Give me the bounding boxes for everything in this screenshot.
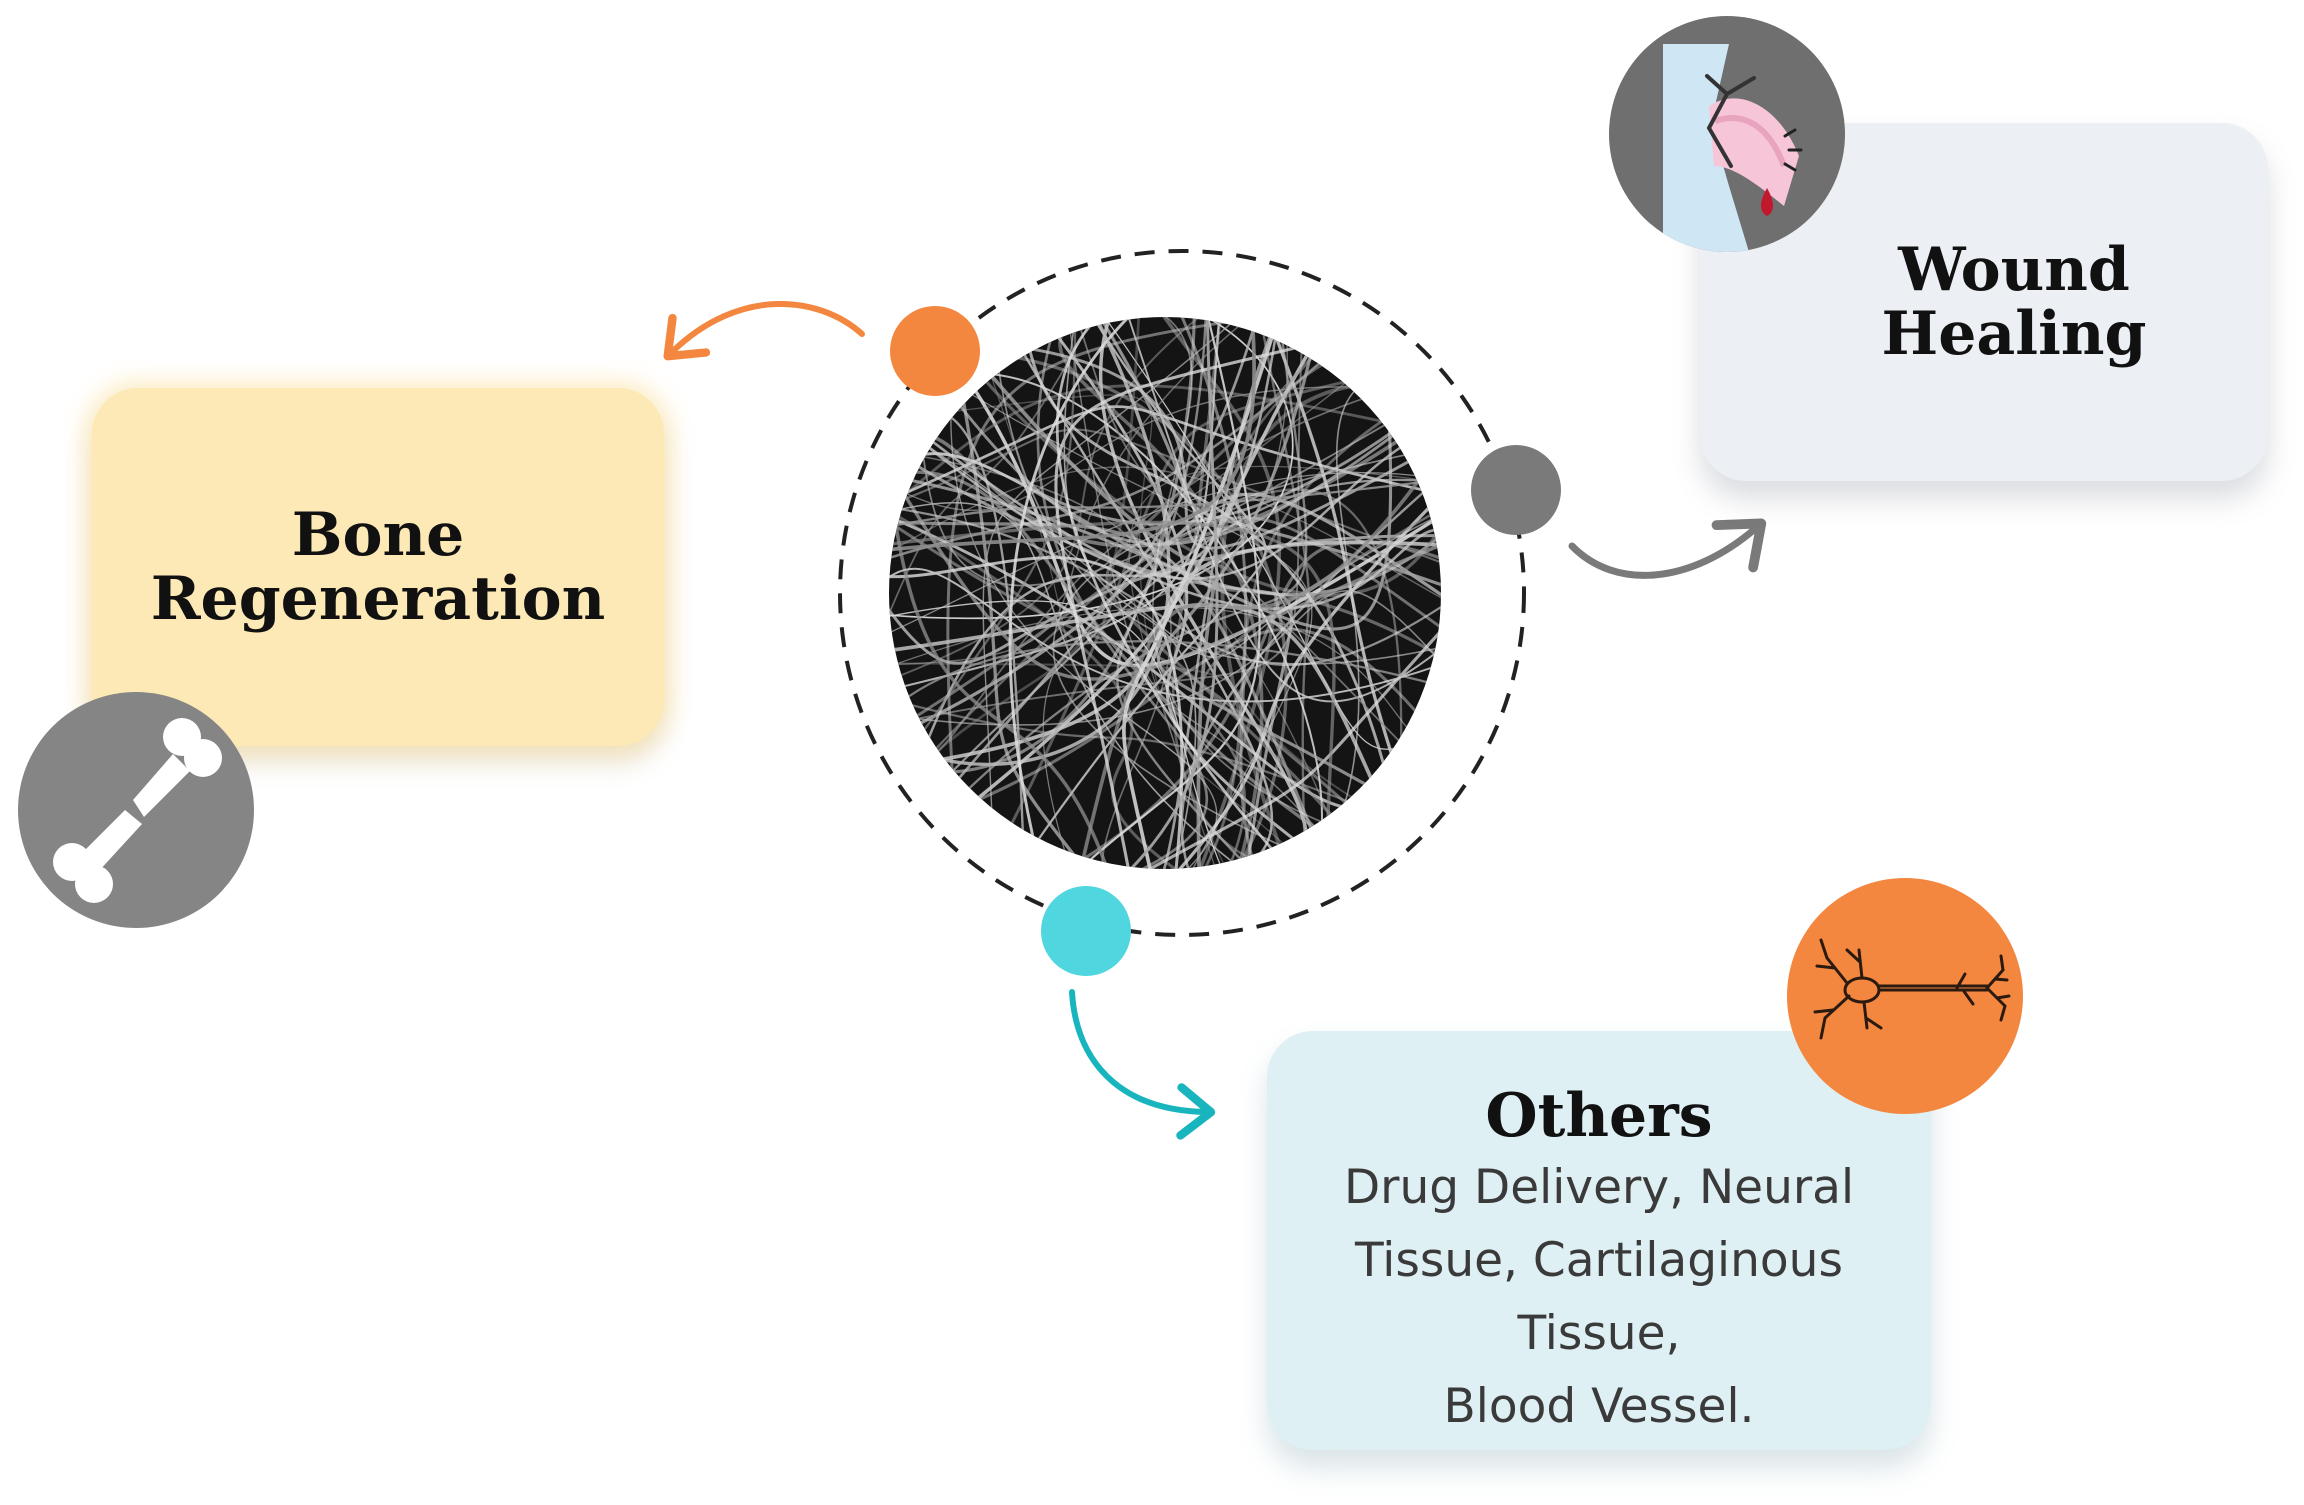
wound-bandage-icon: [1609, 16, 1845, 252]
nanofiber-strand: [893, 325, 1304, 725]
nanofiber-strand: [889, 466, 1441, 613]
nanofiber-strand: [1024, 317, 1267, 860]
nanofiber-strand: [889, 317, 1104, 658]
nanofiber-strand: [957, 373, 1100, 869]
nanofiber-strand: [999, 373, 1373, 846]
dashed-orbit: [838, 249, 1526, 937]
nanofiber-strand: [955, 627, 1434, 811]
others-card: Others Drug Delivery, Neural Tissue, Car…: [1267, 1031, 1931, 1450]
nanofiber-strand: [958, 333, 1321, 815]
nanofiber-strand: [889, 470, 1336, 843]
nanofiber-strand: [1076, 457, 1436, 869]
nanofiber-strand: [889, 640, 1441, 713]
nanofiber-strand: [918, 317, 1142, 768]
nanofiber-strand: [1109, 317, 1219, 869]
nanofiber-strand: [1198, 501, 1441, 869]
nanofiber-strand: [1264, 317, 1402, 782]
gray-orbit-dot: [1471, 445, 1561, 535]
nanofiber-strand: [892, 418, 1412, 526]
cyan-orbit-dot: [1041, 886, 1131, 976]
nanofiber-strand: [889, 317, 1261, 666]
bone-regeneration-card: Bone Regeneration: [92, 388, 664, 746]
nanofiber-strand: [1055, 317, 1289, 869]
nanofiber-strand: [1193, 317, 1441, 667]
nanofiber-strand: [1023, 326, 1393, 793]
nanofiber-strand: [946, 317, 1279, 808]
nanofiber-strand: [984, 350, 1288, 869]
nanofiber-strand: [889, 428, 1441, 572]
nanofiber-strand: [889, 662, 1374, 811]
neuron-icon: [1787, 878, 2023, 1114]
broken-bone-icon: [18, 692, 254, 928]
nanofiber-strand: [950, 381, 1313, 869]
nanofiber-strand: [1063, 317, 1197, 869]
arrow-to-others: [1069, 989, 1216, 1140]
nanofiber-strand: [1329, 376, 1374, 844]
arrow-to-bone-regeneration: [663, 301, 865, 361]
others-description: Drug Delivery, Neural Tissue, Cartilagin…: [1343, 1160, 1855, 1434]
nanofiber-strand: [1156, 331, 1388, 798]
nanofiber-strand: [1120, 317, 1441, 703]
nanofiber-strand: [1146, 317, 1282, 869]
nanofiber-strand: [1073, 317, 1417, 759]
arrow-to-wound-healing: [1568, 518, 1767, 579]
nanofiber-strand: [913, 426, 1441, 610]
bone-regeneration-title: Bone Regeneration: [150, 500, 606, 634]
wound-healing-title: Wound Healing: [1881, 235, 2147, 369]
nanofiber-strand: [1008, 317, 1156, 867]
nanofiber-strand: [890, 590, 1441, 726]
nanofiber-strand: [1190, 406, 1403, 869]
orange-orbit-dot: [890, 306, 980, 396]
nanofiber-strand: [889, 478, 1441, 531]
nanofiber-strand: [889, 473, 1116, 869]
nanofiber-strand: [889, 520, 1322, 852]
nanofiber-strand: [1112, 603, 1441, 869]
nanofiber-strand: [1058, 317, 1264, 869]
others-title: Others: [1485, 1081, 1713, 1151]
nanofiber-mesh-image: [889, 317, 1441, 869]
nanofiber-strand: [889, 520, 1336, 848]
nanofiber-strand: [951, 317, 1308, 806]
wound-healing-card: Wound Healing: [1700, 123, 2268, 481]
nanofiber-strand: [889, 567, 1441, 703]
nanofiber-strand: [889, 317, 1256, 554]
nanofiber-strand: [889, 501, 1257, 869]
nanofiber-strand: [944, 386, 1413, 546]
nanofiber-strand: [889, 502, 1208, 869]
nanofiber-strand: [889, 600, 1230, 869]
nanofiber-strand: [995, 342, 1431, 550]
nanofiber-strand: [889, 504, 1441, 667]
